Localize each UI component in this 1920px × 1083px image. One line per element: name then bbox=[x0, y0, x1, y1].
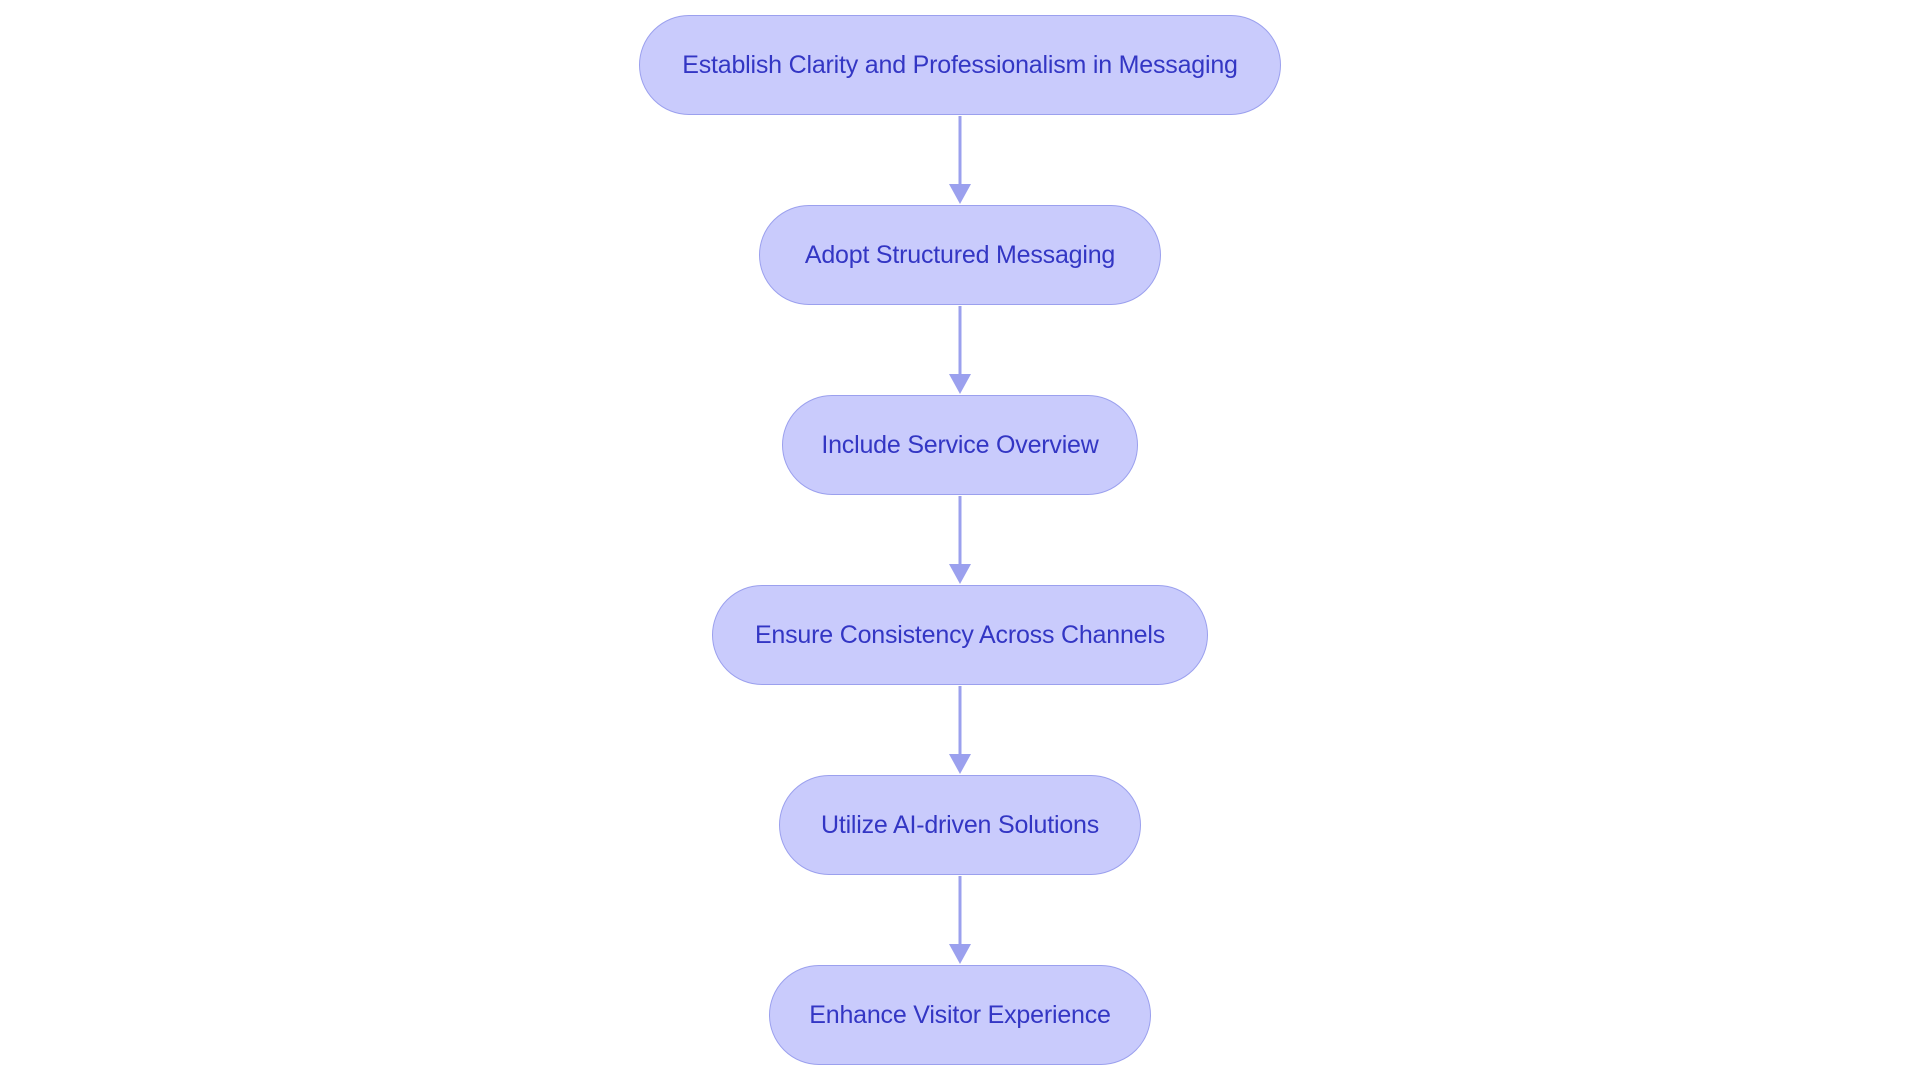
node-ensure-consistency: Ensure Consistency Across Channels bbox=[712, 585, 1208, 685]
node-label: Enhance Visitor Experience bbox=[809, 1000, 1111, 1029]
node-label: Utilize AI-driven Solutions bbox=[820, 810, 1100, 839]
node-utilize-ai-solutions: Utilize AI-driven Solutions bbox=[779, 775, 1141, 875]
node-enhance-visitor-experience: Enhance Visitor Experience bbox=[769, 965, 1151, 1065]
node-label: Ensure Consistency Across Channels bbox=[754, 620, 1166, 649]
arrowhead-icon bbox=[949, 564, 971, 584]
node-label: Include Service Overview bbox=[821, 430, 1099, 459]
arrowhead-icon bbox=[949, 374, 971, 394]
arrowhead-icon bbox=[949, 184, 971, 204]
edge bbox=[949, 306, 971, 394]
edge bbox=[949, 116, 971, 204]
node-adopt-structured-messaging: Adopt Structured Messaging bbox=[759, 205, 1161, 305]
edge bbox=[949, 686, 971, 774]
arrowhead-icon bbox=[949, 754, 971, 774]
edge bbox=[949, 876, 971, 964]
edge bbox=[949, 496, 971, 584]
node-label: Establish Clarity and Professionalism in… bbox=[682, 50, 1238, 79]
arrowhead-icon bbox=[949, 944, 971, 964]
node-include-service-overview: Include Service Overview bbox=[782, 395, 1138, 495]
node-establish-clarity: Establish Clarity and Professionalism in… bbox=[639, 15, 1281, 115]
node-label: Adopt Structured Messaging bbox=[804, 240, 1116, 269]
